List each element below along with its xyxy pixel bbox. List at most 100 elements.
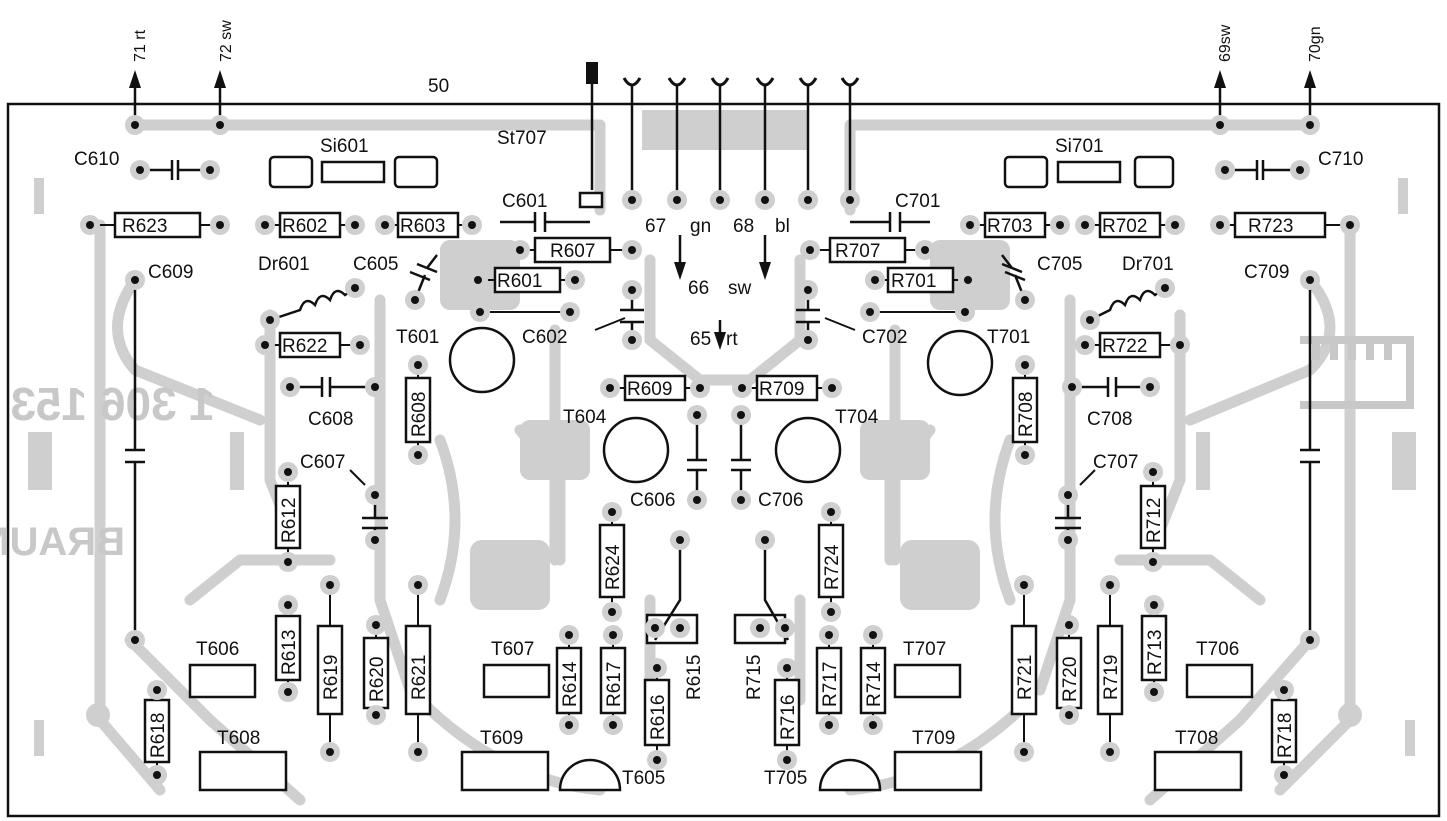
transistor-t601-label: T601 — [396, 327, 439, 348]
arrow-heads — [129, 62, 1316, 350]
pad-dot — [783, 664, 791, 672]
pad-dot — [1056, 221, 1064, 229]
resistor-r716-label: R716 — [778, 695, 799, 740]
pad-dot — [371, 491, 379, 499]
pad-dot — [828, 384, 836, 392]
resistor-r621-label: R621 — [409, 655, 430, 700]
pad-dot — [756, 624, 764, 632]
pad-dot — [1081, 221, 1089, 229]
pad-dot — [372, 621, 380, 629]
pad-dot — [628, 336, 636, 344]
pad-dot — [673, 196, 681, 204]
pad-dot — [284, 688, 292, 696]
pad-dot — [869, 721, 877, 729]
resistor-r722-label: R722 — [1102, 336, 1147, 357]
pad-dot — [609, 631, 617, 639]
pad-dot — [869, 631, 877, 639]
pad-dot — [1064, 491, 1072, 499]
pad-dot — [131, 636, 139, 644]
terminal-67-label: 67 — [645, 216, 666, 237]
pad-dot — [261, 341, 269, 349]
capacitor-c607-label: C607 — [300, 452, 345, 473]
resistor-r623-label: R623 — [122, 216, 167, 237]
resistor-r619-label: R619 — [321, 655, 342, 700]
transistor-t609-label: T609 — [480, 728, 523, 749]
transistor-t605-label: T605 — [622, 768, 665, 789]
resistor-r720-label: R720 — [1060, 657, 1081, 702]
pad-dot — [738, 384, 746, 392]
pad-dot — [571, 276, 579, 284]
resistor-r708-label: R708 — [1016, 392, 1037, 437]
pad-dot — [1020, 581, 1028, 589]
pad-dot — [381, 221, 389, 229]
labels: 50 St707 71 rt 72 sw 69sw 70gn 67 gn 68 … — [74, 20, 1363, 789]
pad-dot — [284, 468, 292, 476]
resistor-r718-label: R718 — [1275, 713, 1296, 758]
transistor-t708-label: T708 — [1175, 728, 1218, 749]
capacitor-c610-label: C610 — [74, 149, 119, 170]
capacitor-c609-label: C609 — [148, 262, 193, 283]
terminal-67-color: gn — [690, 216, 711, 237]
pad-dot — [827, 508, 835, 516]
capacitor-c710-label: C710 — [1318, 149, 1363, 170]
transistor-t707-label: T707 — [903, 639, 946, 660]
fuse-si601-label: Si601 — [320, 136, 369, 157]
inductor-dr601-label: Dr601 — [258, 254, 310, 275]
capacitor-c606-label: C606 — [630, 490, 675, 511]
pad-dot — [676, 624, 684, 632]
pad-dot — [921, 246, 929, 254]
pad-dot — [516, 246, 524, 254]
terminal-65-color: rt — [726, 329, 738, 350]
pad-dot — [1068, 383, 1076, 391]
pad-dot — [1065, 621, 1073, 629]
pad-dot — [476, 308, 484, 316]
resistor-r724-label: R724 — [822, 544, 843, 590]
pad-dot — [783, 756, 791, 764]
pad-dot — [414, 748, 422, 756]
capacitor-c602-label: C602 — [522, 327, 567, 348]
pad-dot — [966, 221, 974, 229]
transistor-t704-label: T704 — [835, 407, 879, 428]
transistor-t705-label: T705 — [764, 768, 807, 789]
pad-dot — [1020, 748, 1028, 756]
pad-dot — [1216, 221, 1224, 229]
pad-dot — [284, 558, 292, 566]
pad-dot — [761, 196, 769, 204]
pad-dot — [1106, 581, 1114, 589]
pad-dot — [716, 196, 724, 204]
pad-dot — [1150, 688, 1158, 696]
pad-dot — [356, 341, 364, 349]
pad-dot — [565, 721, 573, 729]
terminal-65-label: 65 — [690, 329, 711, 350]
resistor-r719-label: R719 — [1101, 655, 1122, 700]
ruler-marking — [1300, 336, 1414, 409]
resistor-r612-label: R612 — [279, 498, 300, 543]
terminal-69-label: 69sw — [1217, 24, 1234, 62]
transistor-t706-label: T706 — [1196, 639, 1239, 660]
pad-dot — [628, 196, 636, 204]
resistor-r703-label: R703 — [987, 216, 1032, 237]
pad-dot — [371, 536, 379, 544]
pad-dot — [326, 748, 334, 756]
resistor-r723-label: R723 — [1248, 216, 1293, 237]
pad-dot — [565, 631, 573, 639]
pad-dot — [1221, 166, 1229, 174]
pad-dot — [693, 411, 701, 419]
resistor-r701-label: R701 — [891, 271, 936, 292]
resistor-r609-label: R609 — [627, 379, 672, 400]
pad-dot — [1086, 316, 1094, 324]
pad-dot — [676, 536, 684, 544]
pcb-outline — [6, 102, 1441, 818]
capacitor-c705-label: C705 — [1037, 254, 1082, 275]
pad-dot — [414, 361, 422, 369]
pad-dot — [1021, 451, 1029, 459]
pad-dot — [414, 451, 422, 459]
connector-label: St707 — [497, 128, 547, 149]
pad-dot — [266, 316, 274, 324]
resistor-r607-label: R607 — [550, 241, 595, 262]
resistor-r602-label: R602 — [282, 216, 327, 237]
transistor-t709-label: T709 — [912, 728, 955, 749]
resistor-r702-label: R702 — [1102, 216, 1147, 237]
terminal-68-color: bl — [775, 216, 790, 237]
terminal-66-color: sw — [728, 278, 752, 299]
